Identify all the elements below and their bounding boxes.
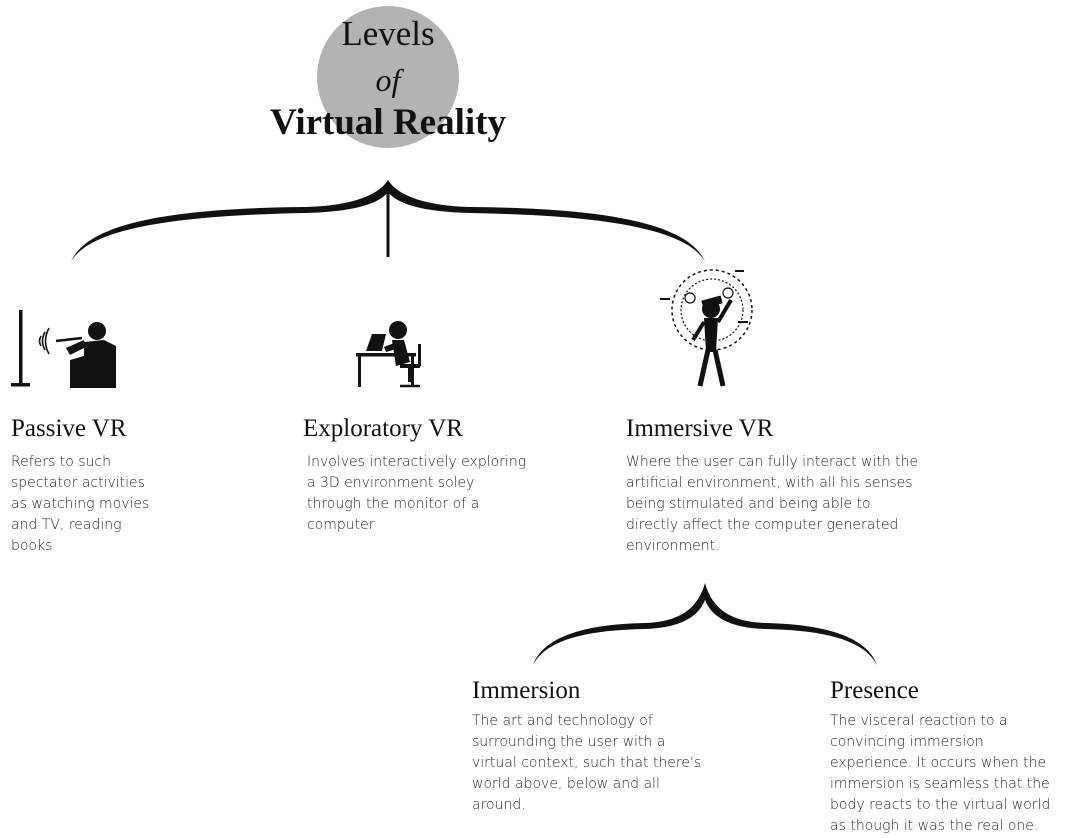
passive-vr-description: Refers to such spectator activities as w…	[11, 454, 150, 554]
presence-heading: Presence	[830, 677, 919, 704]
title-line-of: of	[375, 62, 401, 98]
immersion-description: The art and technology of surrounding th…	[472, 713, 702, 813]
title-line-virtual-reality: Virtual Reality	[269, 102, 506, 143]
passive-vr-heading: Passive VR	[11, 415, 127, 442]
exploratory-vr-description: Involves interactively exploring a 3D en…	[307, 454, 527, 533]
immersion-heading: Immersion	[472, 677, 581, 704]
immersive-vr-description: Where the user can fully interact with t…	[626, 454, 919, 554]
top-brace	[71, 180, 705, 262]
title-line-levels: Levels	[341, 14, 435, 53]
presence-description: The visceral reaction to a convincing im…	[830, 713, 1051, 834]
person-at-computer-icon	[356, 321, 421, 388]
immersive-vr-heading: Immersive VR	[626, 415, 774, 442]
immersive-brace	[533, 583, 877, 665]
person-with-vr-headset-icon	[660, 269, 753, 387]
exploratory-vr-heading: Exploratory VR	[303, 415, 463, 442]
title-circle	[317, 6, 459, 148]
person-watching-tv-icon	[11, 310, 116, 388]
